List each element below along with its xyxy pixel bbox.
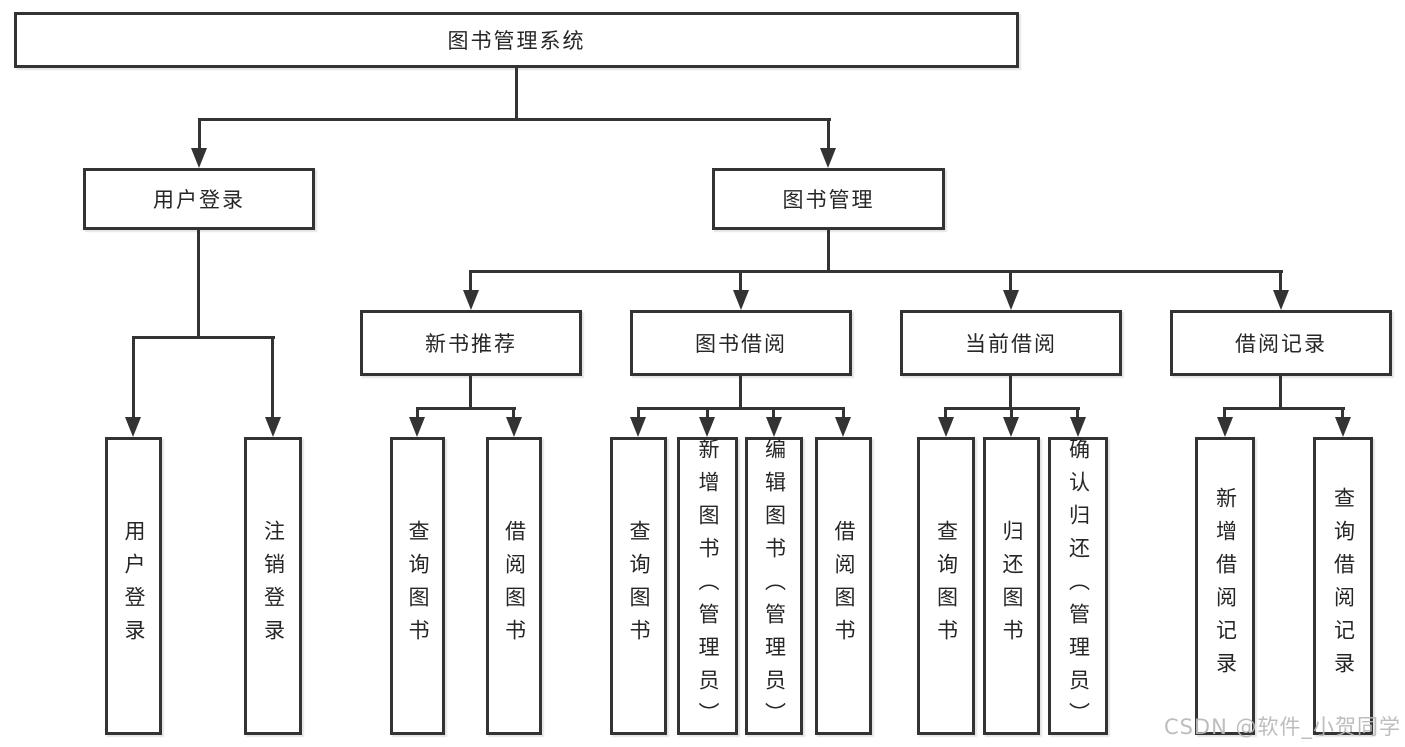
leaf-recommend-borrow-book-label: 借阅图书 xyxy=(502,520,527,652)
leaf-confirm-return-admin: 确认归还（管理员） xyxy=(1048,437,1108,735)
leaf-edit-book-admin-label: 编辑图书（管理员） xyxy=(762,437,787,735)
node-new-book-recommend: 新书推荐 xyxy=(360,310,582,376)
leaf-add-book-admin: 新增图书（管理员） xyxy=(677,437,738,735)
connector-line xyxy=(198,118,831,121)
node-user-login-label: 用户登录 xyxy=(153,188,245,212)
arrow-down-icon xyxy=(820,148,836,168)
leaf-borrow-query-book: 查询图书 xyxy=(610,437,667,735)
leaf-confirm-return-admin-label: 确认归还（管理员） xyxy=(1066,437,1091,735)
connector-line xyxy=(198,118,201,150)
arrow-down-icon xyxy=(125,417,141,437)
node-current-borrow: 当前借阅 xyxy=(900,310,1122,376)
leaf-recommend-query-book-label: 查询图书 xyxy=(406,520,431,652)
connector-line xyxy=(772,407,775,420)
connector-line xyxy=(197,230,200,336)
connector-line xyxy=(416,407,419,420)
node-book-borrow: 图书借阅 xyxy=(630,310,852,376)
leaf-query-borrow-record: 查询借阅记录 xyxy=(1313,437,1373,735)
connector-line xyxy=(1223,407,1226,420)
arrow-down-icon xyxy=(1003,417,1019,437)
leaf-query-borrow-record-label: 查询借阅记录 xyxy=(1331,487,1356,685)
arrow-down-icon xyxy=(766,417,782,437)
arrow-down-icon xyxy=(1070,417,1086,437)
arrow-down-icon xyxy=(733,290,749,310)
node-user-login: 用户登录 xyxy=(83,168,315,230)
leaf-borrow-book: 借阅图书 xyxy=(815,437,872,735)
node-borrow-records-label: 借阅记录 xyxy=(1235,332,1327,356)
node-book-management-label: 图书管理 xyxy=(782,188,875,212)
node-book-borrow-label: 图书借阅 xyxy=(695,332,787,356)
connector-line xyxy=(132,336,275,339)
leaf-recommend-borrow-book: 借阅图书 xyxy=(486,437,542,735)
arrow-down-icon xyxy=(409,417,425,437)
arrow-down-icon xyxy=(463,290,479,310)
connector-line xyxy=(469,270,1283,273)
arrow-down-icon xyxy=(699,417,715,437)
leaf-return-book-label: 归还图书 xyxy=(1000,520,1025,652)
leaf-logout: 注销登录 xyxy=(244,437,302,735)
node-new-book-recommend-label: 新书推荐 xyxy=(425,332,517,356)
connector-line xyxy=(842,407,845,420)
arrow-down-icon xyxy=(1217,417,1233,437)
leaf-current-query-book: 查询图书 xyxy=(917,437,975,735)
connector-line xyxy=(132,336,135,419)
leaf-add-borrow-record-label: 新增借阅记录 xyxy=(1213,487,1238,685)
leaf-add-borrow-record: 新增借阅记录 xyxy=(1195,437,1255,735)
connector-line xyxy=(515,68,518,120)
arrow-down-icon xyxy=(1335,417,1351,437)
leaf-logout-label: 注销登录 xyxy=(261,520,286,652)
node-book-management: 图书管理 xyxy=(712,168,945,230)
connector-line xyxy=(1010,407,1013,420)
connector-line xyxy=(706,407,709,420)
arrow-down-icon xyxy=(1273,290,1289,310)
arrow-down-icon xyxy=(265,417,281,437)
arrow-down-icon xyxy=(191,148,207,168)
connector-line xyxy=(469,270,472,292)
node-current-borrow-label: 当前借阅 xyxy=(965,332,1057,356)
leaf-return-book: 归还图书 xyxy=(983,437,1040,735)
connector-line xyxy=(944,407,947,420)
connector-line xyxy=(827,230,830,270)
connector-line xyxy=(469,376,472,410)
connector-line xyxy=(739,376,742,410)
leaf-edit-book-admin: 编辑图书（管理员） xyxy=(745,437,803,735)
arrow-down-icon xyxy=(938,417,954,437)
node-root-label: 图书管理系统 xyxy=(447,29,586,53)
connector-line xyxy=(827,118,830,150)
connector-line xyxy=(1009,270,1012,292)
arrow-down-icon xyxy=(1003,290,1019,310)
csdn-watermark: CSDN @软件_小贺同学 xyxy=(1163,715,1401,739)
leaf-recommend-query-book: 查询图书 xyxy=(390,437,445,735)
connector-line xyxy=(512,407,515,420)
connector-line xyxy=(1279,270,1282,292)
leaf-add-book-admin-label: 新增图书（管理员） xyxy=(696,437,721,735)
leaf-borrow-book-label: 借阅图书 xyxy=(832,520,857,652)
connector-line xyxy=(271,336,274,419)
connector-line xyxy=(637,407,845,410)
leaf-user-login: 用户登录 xyxy=(105,437,162,735)
connector-line xyxy=(1279,376,1282,410)
arrow-down-icon xyxy=(630,417,646,437)
leaf-current-query-book-label: 查询图书 xyxy=(934,520,959,652)
connector-line xyxy=(1341,407,1344,420)
arrow-down-icon xyxy=(506,417,522,437)
arrow-down-icon xyxy=(835,417,851,437)
leaf-borrow-query-book-label: 查询图书 xyxy=(627,520,652,652)
node-borrow-records: 借阅记录 xyxy=(1170,310,1392,376)
connector-line xyxy=(1009,376,1012,410)
connector-line xyxy=(637,407,640,420)
connector-line xyxy=(416,407,516,410)
node-root: 图书管理系统 xyxy=(14,12,1019,68)
leaf-user-login-label: 用户登录 xyxy=(122,520,147,652)
connector-line xyxy=(1223,407,1345,410)
connector-line xyxy=(1076,407,1079,420)
connector-line xyxy=(739,270,742,292)
